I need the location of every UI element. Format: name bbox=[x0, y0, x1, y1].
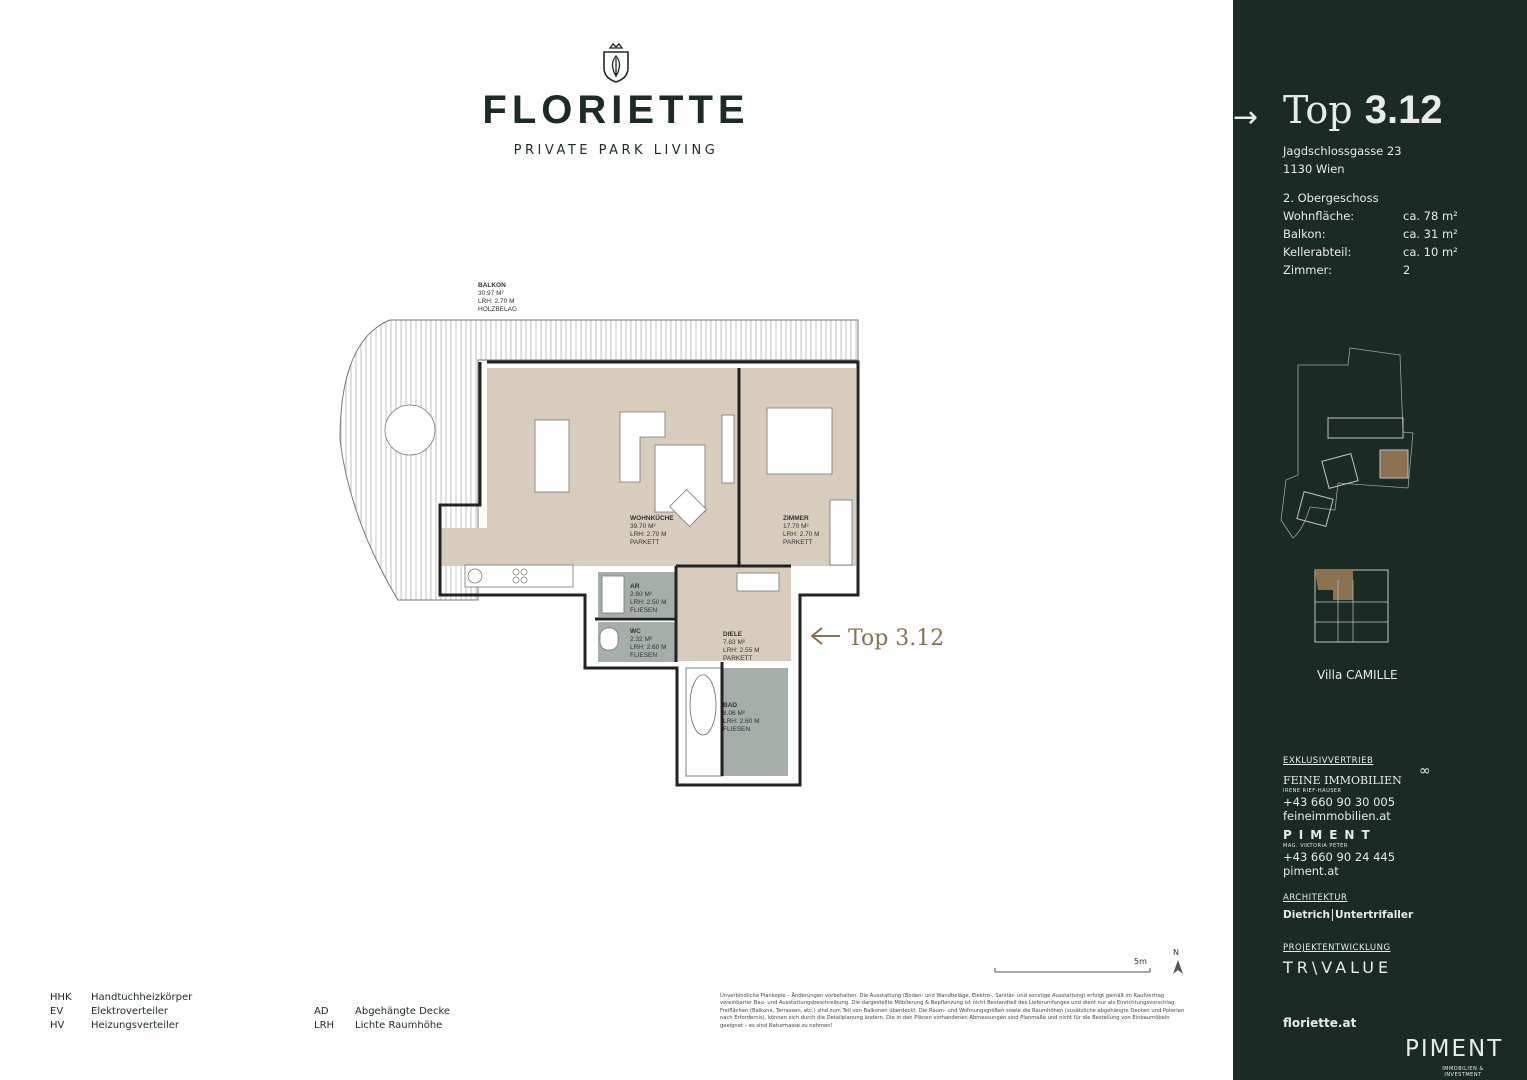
agent1: FEINE IMMOBILIEN IRENE RIEF-HAUSER +43 6… bbox=[1283, 774, 1402, 823]
north-arrow-icon bbox=[1173, 960, 1183, 974]
footer-logo-sub: IMMOBILIEN & INVESTMENT bbox=[1442, 1066, 1484, 1078]
disclaimer: Unverbindliche Plankopie – Änderungen vo… bbox=[720, 993, 1185, 1029]
info-panel: → Top 3.12 Jagdschlossgasse 23 1130 Wien… bbox=[1233, 0, 1527, 1080]
brand-title: FLORIETTE bbox=[482, 88, 750, 132]
bow-icon: ∞ bbox=[1419, 763, 1431, 779]
north-label: N bbox=[1173, 948, 1179, 957]
website-link[interactable]: floriette.at bbox=[1283, 1016, 1357, 1030]
room-bad bbox=[722, 668, 788, 776]
crest-logo-icon bbox=[601, 42, 631, 88]
entrance-arrow-icon bbox=[810, 627, 840, 645]
brand-tagline: PRIVATE PARK LIVING bbox=[513, 143, 719, 158]
building-name: Villa CAMILLE bbox=[1317, 668, 1398, 682]
unit-specs: 2. Obergeschoss Wohnfläche:ca. 78 m² Bal… bbox=[1283, 191, 1458, 277]
dev-heading: PROJEKTENTWICKLUNG bbox=[1283, 943, 1391, 953]
entrance-label: Top 3.12 bbox=[848, 626, 944, 651]
site-plan-map bbox=[1280, 347, 1414, 643]
footer-logo: PIMENT bbox=[1405, 1036, 1504, 1062]
sales-heading: EXKLUSIVVERTRIEB bbox=[1283, 756, 1374, 766]
unit-title: Top 3.12 bbox=[1283, 88, 1443, 132]
scale-bar bbox=[994, 968, 1151, 973]
scale-label: 5m bbox=[1134, 957, 1147, 966]
arrow-right-icon: → bbox=[1233, 100, 1259, 135]
agent2: PIMENT MAG. VIKTORIA PETER +43 660 90 24… bbox=[1283, 828, 1396, 878]
address: Jagdschlossgasse 23 1130 Wien bbox=[1283, 144, 1402, 176]
arch-heading: ARCHITEKTUR bbox=[1283, 893, 1348, 903]
developer-name: TR\VALUE bbox=[1283, 958, 1393, 977]
